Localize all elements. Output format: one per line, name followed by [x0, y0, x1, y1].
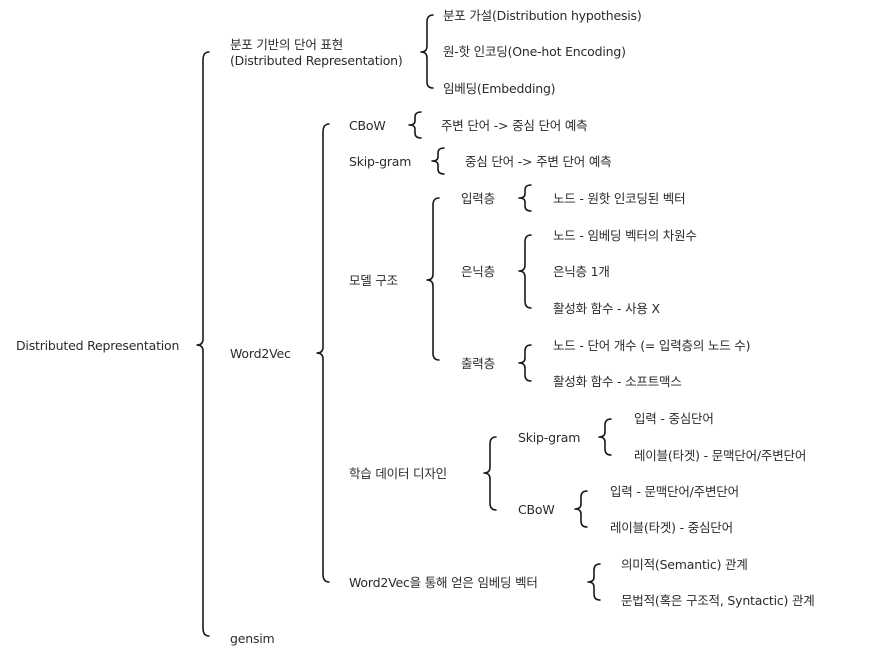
hidden-layer-node: 은닉층	[461, 264, 495, 279]
model-structure-node: 모델 구조	[349, 273, 398, 288]
root-brace	[196, 51, 210, 637]
hidden-layer-detail-1: 노드 - 임베딩 벡터의 차원수	[553, 228, 697, 243]
syntactic-relation-node: 문법적(혹은 구조적, Syntactic) 관계	[621, 593, 815, 608]
skipgram-description: 중심 단어 -> 주변 단어 예측	[465, 154, 612, 169]
root-node: Distributed Representation	[16, 338, 180, 353]
input-layer-brace	[518, 184, 532, 212]
embedding-brace	[587, 563, 601, 601]
semantic-relation-node: 의미적(Semantic) 관계	[621, 557, 748, 572]
input-layer-node: 입력층	[461, 191, 495, 206]
skipgram-brace	[431, 147, 445, 175]
training-cbow-node: CBoW	[518, 502, 555, 517]
training-brace	[483, 436, 497, 511]
training-data-node: 학습 데이터 디자인	[349, 466, 447, 481]
distributed-node-line1: 분포 기반의 단어 표현	[230, 37, 344, 52]
training-skipgram-node: Skip-gram	[518, 430, 581, 445]
cbow-brace	[408, 111, 422, 139]
distributed-node-line2: (Distributed Representation)	[230, 53, 403, 68]
skipgram-node: Skip-gram	[349, 154, 412, 169]
hidden-layer-detail-3: 활성화 함수 - 사용 X	[553, 301, 660, 316]
training-cbow-brace	[574, 490, 588, 528]
output-layer-brace	[518, 344, 532, 382]
gensim-node: gensim	[230, 631, 275, 646]
embedding-vector-node: Word2Vec을 통해 얻은 임베딩 벡터	[349, 575, 538, 590]
training-skipgram-brace	[598, 418, 612, 456]
embedding-node: 임베딩(Embedding)	[443, 81, 556, 96]
hidden-layer-detail-2: 은닉층 1개	[553, 264, 610, 279]
training-cbow-input: 입력 - 문맥단어/주변단어	[610, 484, 739, 499]
output-layer-detail-2: 활성화 함수 - 소프트맥스	[553, 374, 682, 389]
word2vec-node: Word2Vec	[230, 346, 291, 361]
cbow-node: CBoW	[349, 118, 386, 133]
training-skipgram-label: 레이블(타겟) - 문맥단어/주변단어	[634, 448, 807, 463]
word2vec-brace	[316, 123, 330, 583]
training-cbow-label: 레이블(타겟) - 중심단어	[610, 520, 733, 535]
output-layer-node: 출력층	[461, 356, 495, 371]
model-brace	[426, 197, 440, 361]
distributed-brace	[420, 14, 434, 89]
input-layer-detail: 노드 - 원핫 인코딩된 벡터	[553, 191, 686, 206]
output-layer-detail-1: 노드 - 단어 개수 (= 입력층의 노드 수)	[553, 338, 751, 353]
distribution-hypothesis-node: 분포 가설(Distribution hypothesis)	[443, 8, 642, 23]
hidden-layer-brace	[518, 234, 532, 309]
cbow-description: 주변 단어 -> 중심 단어 예측	[441, 118, 588, 133]
one-hot-encoding-node: 원-핫 인코딩(One-hot Encoding)	[443, 44, 626, 59]
training-skipgram-input: 입력 - 중심단어	[634, 411, 714, 426]
